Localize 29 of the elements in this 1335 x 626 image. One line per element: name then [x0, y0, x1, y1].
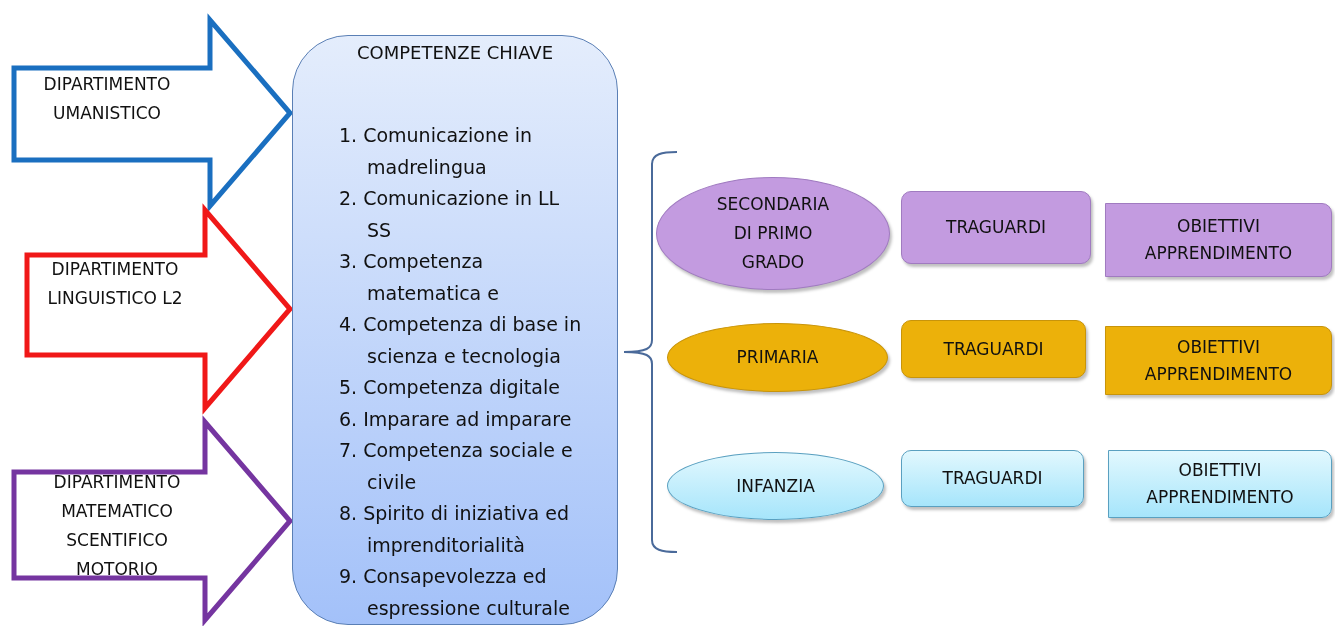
list-item: 1. Comunicazione in madrelingua: [338, 123, 533, 180]
department-label: DIPARTIMENTO UMANISTICO: [42, 73, 172, 125]
list-item: 6. Imparare ad imparare: [338, 406, 573, 432]
node-label: OBIETTIVI APPRENDIMENTO: [1143, 335, 1294, 386]
rounded-box: [901, 450, 1084, 507]
node-label: TRAGUARDI: [942, 467, 1043, 490]
node-label: TRAGUARDI: [946, 216, 1046, 239]
list-item: 5. Competenza digitale: [338, 375, 561, 400]
node-label: TRAGUARDI: [943, 337, 1044, 361]
panel-heading: COMPETENZE CHIAVE: [356, 42, 554, 63]
department-label: DIPARTIMENTO MATEMATICO SCENTIFICO MOTORIO: [52, 471, 182, 581]
rounded-box: [1105, 203, 1332, 277]
department-label: DIPARTIMENTO LINGUISTICO L2: [46, 258, 184, 310]
node-label: OBIETTIVI APPRENDIMENTO: [1145, 459, 1295, 509]
rounded-panel: [292, 35, 618, 625]
node-label: INFANZIA: [736, 474, 815, 498]
list-item: 2. Comunicazione in LL SS: [338, 186, 561, 243]
list-item: 3. Competenza matematica e: [338, 249, 500, 306]
list-item: 7. Competenza sociale e civile: [338, 438, 574, 495]
rounded-box: [1105, 326, 1332, 395]
list-item: 8. Spirito di iniziativa ed imprenditorialità: [338, 501, 571, 558]
list-item: 4. Competenza di base in scienza e tecnologia: [338, 312, 583, 369]
node-label: OBIETTIVI APPRENDIMENTO: [1143, 215, 1294, 265]
rounded-box: [901, 191, 1091, 264]
node-label: PRIMARIA: [736, 346, 819, 369]
rounded-box: [1108, 450, 1332, 518]
rounded-box: [901, 320, 1086, 378]
list-item: 9. Consapevolezza ed espressione culturale: [338, 564, 571, 621]
node-label: SECONDARIA DI PRIMO GRADO: [715, 193, 831, 274]
